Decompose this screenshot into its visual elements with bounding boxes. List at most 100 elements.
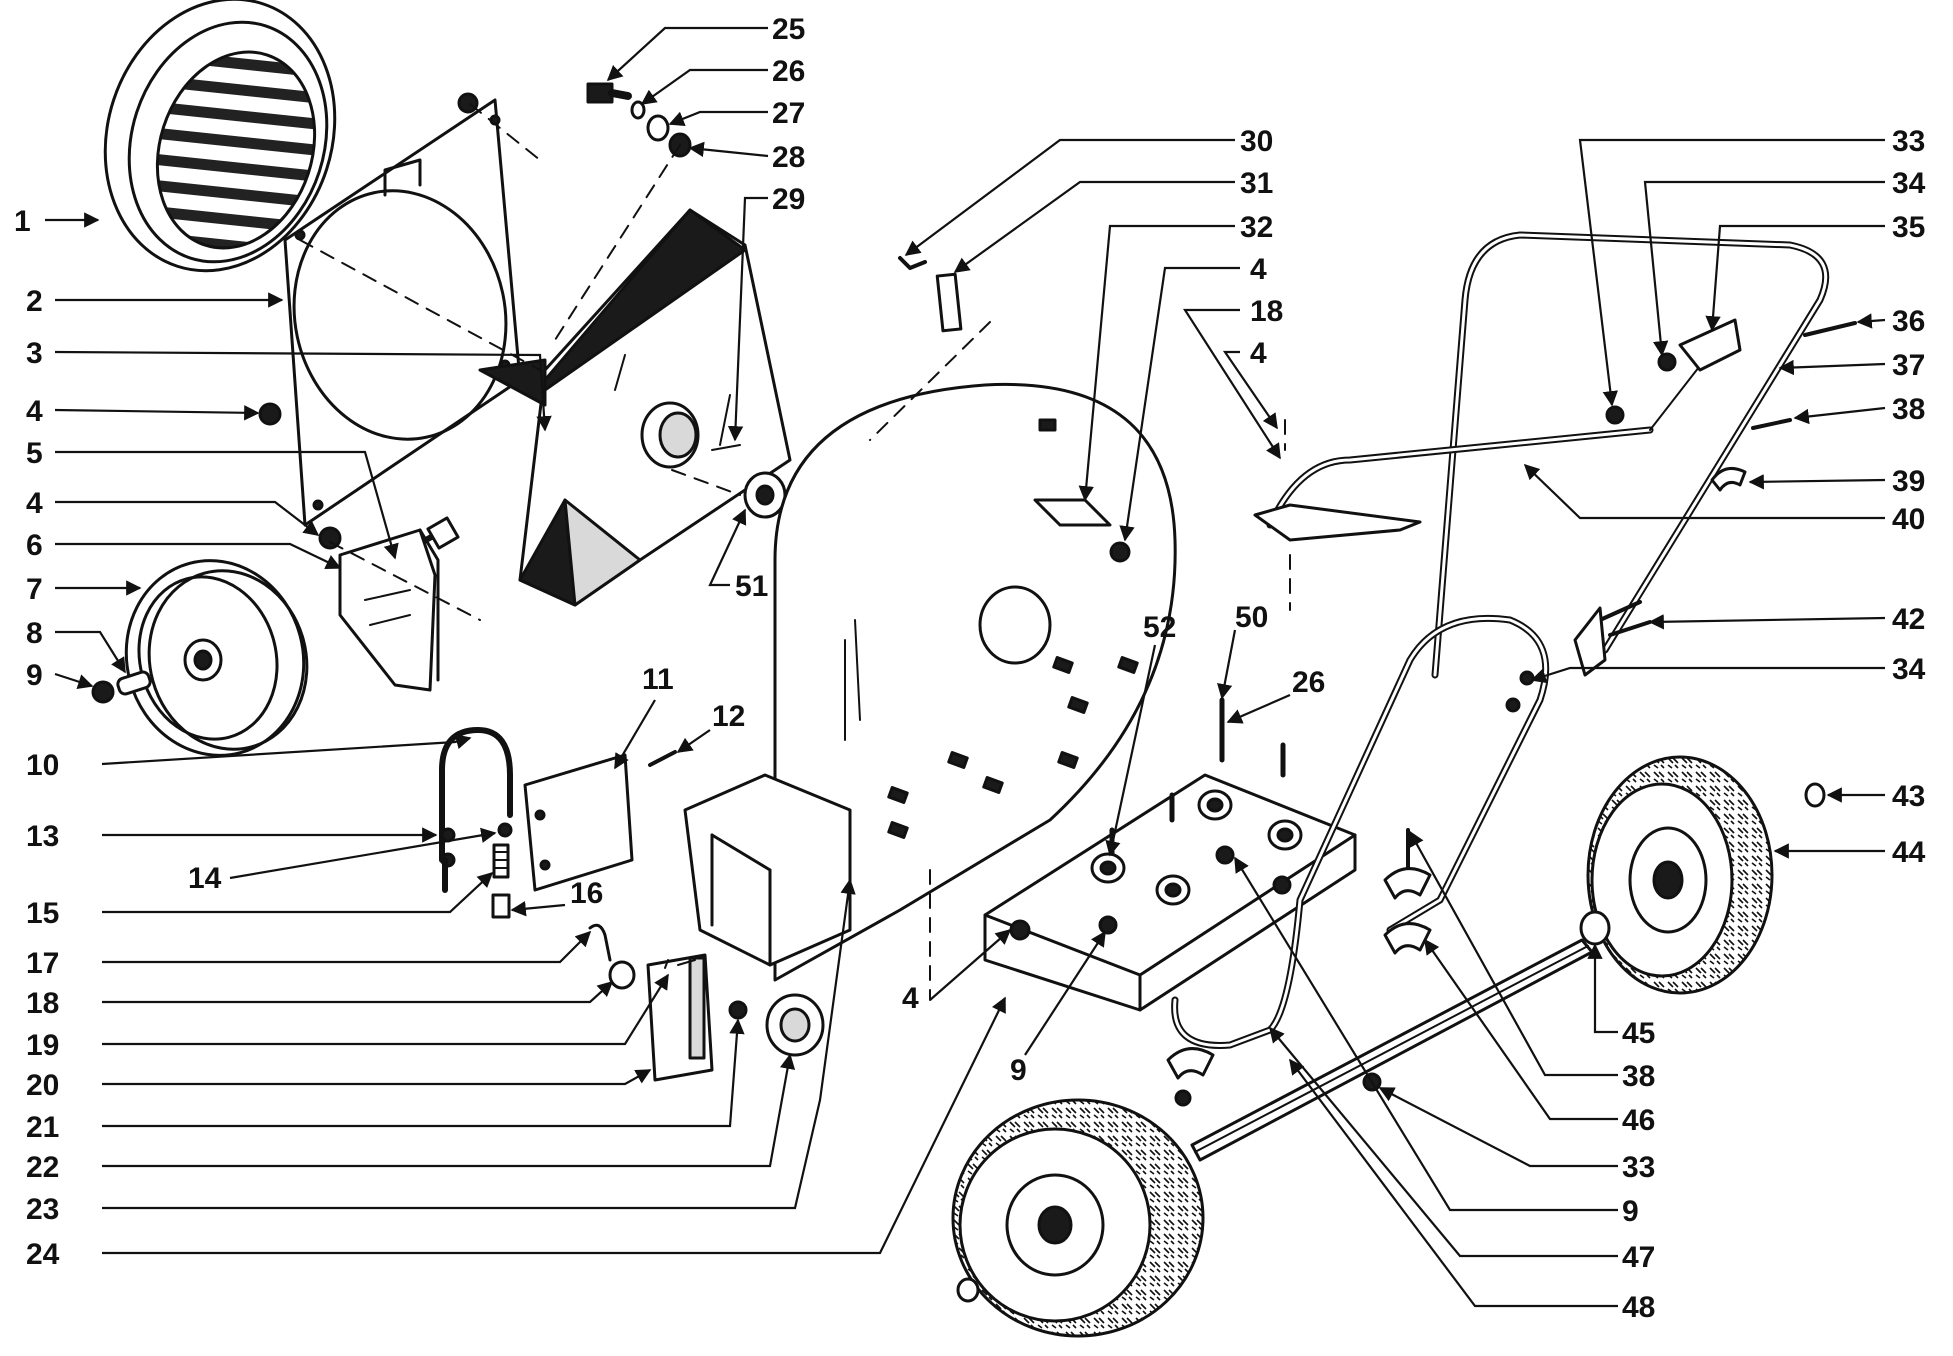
svg-text:47: 47 <box>1622 1241 1655 1274</box>
svg-text:4: 4 <box>902 982 919 1015</box>
callout-24: 24 <box>26 996 1006 1271</box>
callout-18b: 18 <box>1182 295 1283 460</box>
svg-text:24: 24 <box>26 1238 60 1271</box>
svg-text:38: 38 <box>1892 393 1925 426</box>
washer-18-part <box>608 960 636 990</box>
svg-text:4: 4 <box>1250 253 1267 286</box>
callout-7: 7 <box>26 573 142 606</box>
svg-text:4: 4 <box>1250 337 1267 370</box>
svg-text:8: 8 <box>26 617 43 650</box>
svg-text:44: 44 <box>1892 836 1926 869</box>
callout-9a: 9 <box>26 659 94 692</box>
svg-text:37: 37 <box>1892 349 1925 382</box>
alignment-lines <box>299 103 1291 1001</box>
callout-4e: 4 <box>902 928 1012 1015</box>
svg-text:25: 25 <box>772 13 805 46</box>
svg-text:27: 27 <box>772 97 805 130</box>
washer-45-part <box>1579 910 1611 946</box>
svg-text:38: 38 <box>1622 1060 1655 1093</box>
svg-text:13: 13 <box>26 820 59 853</box>
svg-text:9: 9 <box>1622 1195 1639 1228</box>
svg-text:21: 21 <box>26 1111 59 1144</box>
callout-21: 21 <box>26 1018 745 1144</box>
bolt-42-part <box>1598 600 1652 637</box>
callout-33a: 33 <box>1578 125 1925 407</box>
svg-text:26: 26 <box>1292 666 1325 699</box>
front-wheel-part <box>124 559 309 757</box>
callout-20: 20 <box>26 1069 652 1102</box>
svg-text:45: 45 <box>1622 1017 1655 1050</box>
svg-text:33: 33 <box>1892 125 1925 158</box>
callout-9c: 9 <box>1234 856 1639 1228</box>
clip-39-part <box>1710 466 1747 492</box>
callout-2: 2 <box>26 285 284 318</box>
callout-39: 39 <box>1748 465 1925 498</box>
svg-text:14: 14 <box>188 862 222 895</box>
svg-text:32: 32 <box>1240 211 1273 244</box>
nut-4-part <box>258 92 479 550</box>
callout-51: 51 <box>708 508 768 603</box>
svg-text:9: 9 <box>1010 1054 1027 1087</box>
svg-text:52: 52 <box>1143 611 1176 644</box>
nut-9-base-part <box>1098 845 1292 1107</box>
svg-text:20: 20 <box>26 1069 59 1102</box>
callout-34a: 34 <box>1643 167 1926 357</box>
retaining-ring-43-part <box>1804 782 1826 808</box>
blower-housing-part <box>773 382 1177 982</box>
callout-3: 3 <box>26 337 552 432</box>
callout-26a: 26 <box>640 55 805 105</box>
nut-33-part <box>1362 352 1677 1092</box>
svg-text:12: 12 <box>712 700 745 733</box>
callout-37: 37 <box>1778 349 1925 382</box>
axle-spacer-8-part <box>116 670 152 696</box>
callout-31: 31 <box>953 167 1273 273</box>
bracket-34-part <box>1505 606 1607 713</box>
callout-12: 12 <box>676 700 745 753</box>
svg-text:16: 16 <box>570 877 603 910</box>
bolt-stack-part <box>586 82 692 158</box>
washer-51-part <box>743 471 787 519</box>
callout-45: 45 <box>1587 943 1655 1050</box>
bolt-36-part <box>1803 321 1857 337</box>
cart-frame-part <box>1171 614 1550 1049</box>
svg-text:34: 34 <box>1892 653 1926 686</box>
outlet-chute-part <box>683 773 852 967</box>
svg-text:4: 4 <box>26 487 43 520</box>
callout-labels: 1 2 3 4 5 4 6 7 8 9 10 11 12 13 14 15 16… <box>14 13 1926 1324</box>
callout-44: 44 <box>1773 836 1926 869</box>
callout-40: 40 <box>1523 463 1925 536</box>
callout-13: 13 <box>26 820 438 853</box>
svg-text:28: 28 <box>772 141 805 174</box>
callout-32: 32 <box>1078 211 1273 502</box>
callout-27: 27 <box>668 97 805 130</box>
callout-4c: 4 <box>1119 253 1267 542</box>
callout-15: 15 <box>26 871 494 930</box>
bracket-32-part <box>1033 498 1131 563</box>
nut-9-part <box>91 680 115 704</box>
callout-17: 17 <box>26 930 592 980</box>
callout-38b: 38 <box>1409 830 1655 1093</box>
svg-text:9: 9 <box>26 659 43 692</box>
callout-48: 48 <box>1289 1058 1655 1324</box>
callout-52: 52 <box>1105 611 1176 857</box>
wheel-bracket-part <box>338 528 440 692</box>
svg-text:34: 34 <box>1892 167 1926 200</box>
callout-30: 30 <box>904 125 1273 256</box>
callout-29: 29 <box>727 183 805 442</box>
callout-6: 6 <box>26 529 342 569</box>
svg-text:31: 31 <box>1240 167 1273 200</box>
svg-text:6: 6 <box>26 529 43 562</box>
callout-14: 14 <box>188 827 497 895</box>
callout-23: 23 <box>26 878 856 1226</box>
callout-18a: 18 <box>26 980 614 1020</box>
callout-36: 36 <box>1856 305 1925 338</box>
callout-33b: 33 <box>1378 1087 1655 1184</box>
rear-wheel-right-part <box>1586 755 1774 995</box>
callout-11: 11 <box>614 663 674 770</box>
screw-12-part <box>648 750 677 767</box>
svg-text:50: 50 <box>1235 601 1268 634</box>
pin-17-part <box>588 923 612 962</box>
svg-text:15: 15 <box>26 897 59 930</box>
svg-text:42: 42 <box>1892 603 1925 636</box>
svg-text:22: 22 <box>26 1151 59 1184</box>
